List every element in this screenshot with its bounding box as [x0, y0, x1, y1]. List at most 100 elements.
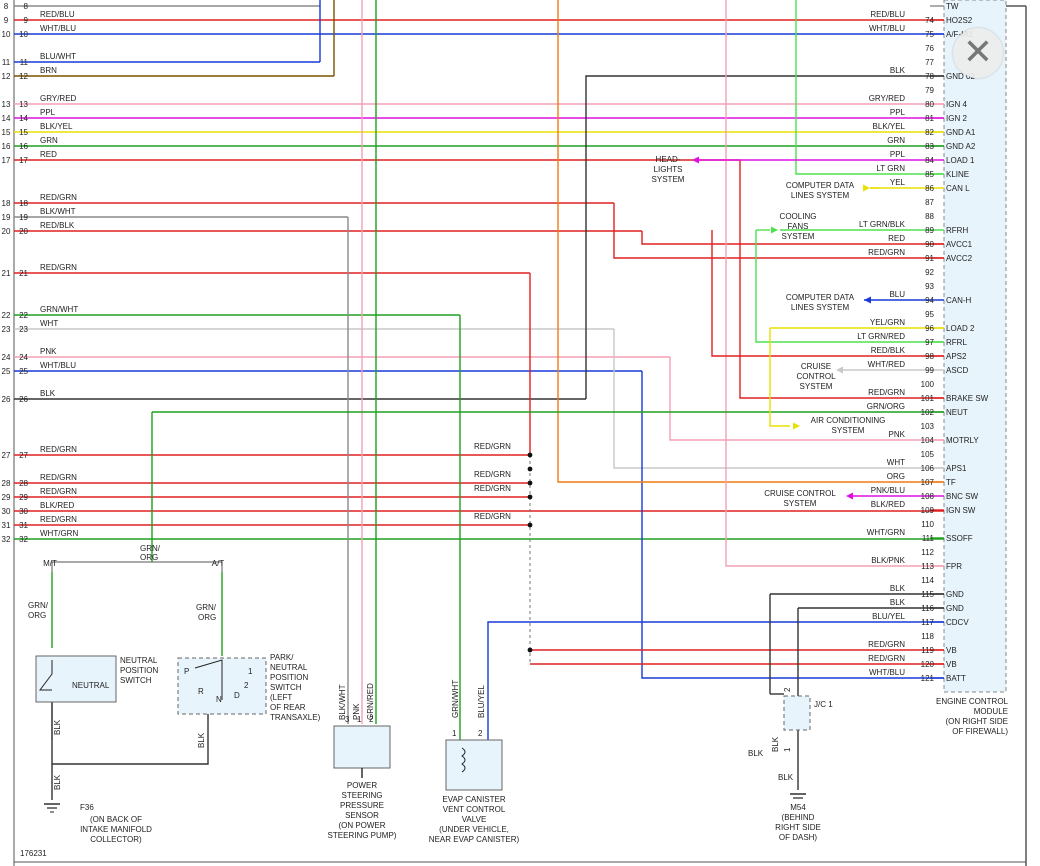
ps-pin-number: 1	[357, 715, 362, 724]
figure-number: 176231	[20, 849, 47, 858]
ground-desc: COLLECTOR)	[90, 835, 142, 844]
ecm-pin-name: AVCC2	[946, 254, 973, 263]
left-wire-color-label: GRY/RED	[40, 94, 77, 103]
coil-icon	[461, 747, 466, 773]
system-label: HEAD-	[656, 155, 681, 164]
wire-label: BLK	[771, 736, 780, 752]
ecm-pin-number: 81	[925, 114, 934, 123]
pn-switch-title: POSITION	[270, 673, 308, 682]
left-pin-number: 14	[2, 114, 11, 123]
left-pin-number: 20	[2, 227, 11, 236]
wire-load2	[769, 328, 790, 427]
ecm-pin-name: FPR	[946, 562, 962, 571]
left-pin-number: 14	[19, 114, 28, 123]
left-pin-number: 9	[4, 16, 9, 25]
ecm-wire-color-label: GRN/ORG	[867, 402, 905, 411]
ecm-pin-number: 79	[925, 86, 934, 95]
ecm-wire-color-label: WHT/BLU	[869, 668, 905, 677]
ecm-wire-color-label: WHT/GRN	[867, 528, 905, 537]
pn-pos: N	[216, 695, 222, 704]
evap-wire-label: BLU/YEL	[477, 685, 486, 718]
evap-valve-title: VENT CONTROL	[443, 805, 506, 814]
module-label: MODULE	[974, 707, 1008, 716]
ecm-pin-name: CAN-H	[946, 296, 972, 305]
ecm-wire-color-label: YEL	[890, 178, 906, 187]
ecm-pin-number: 116	[921, 604, 934, 613]
left-wire-color-label: BLK/YEL	[40, 122, 73, 131]
splice-dot	[527, 522, 533, 528]
ecm-wire-color-label: YEL/GRN	[870, 318, 905, 327]
left-pin-number: 15	[19, 128, 28, 137]
ground-name: F36	[80, 803, 94, 812]
ecm-pin-number: 92	[925, 268, 934, 277]
ecm-pin-number: 102	[921, 408, 935, 417]
ground-desc: (BEHIND	[782, 813, 815, 822]
ecm-wire-color-label: BLK	[890, 584, 906, 593]
ecm-pin-number: 115	[921, 590, 934, 599]
ecm-wire-color-label: BLK	[890, 598, 906, 607]
jc-pin: 1	[783, 747, 792, 752]
jc-label: J/C 1	[814, 700, 833, 709]
ecm-pin-name: VB	[946, 646, 957, 655]
ecm-wire-color-label: GRN	[887, 136, 905, 145]
left-pin-number: 27	[2, 451, 11, 460]
left-pin-number: 27	[19, 451, 28, 460]
ecm-pin-name: HO2S2	[946, 16, 973, 25]
ecm-wire-color-label: BLU/YEL	[872, 612, 905, 621]
left-pin-number: 26	[19, 395, 28, 404]
system-label: LINES SYSTEM	[791, 303, 850, 312]
ecm-pin-name: BNC SW	[946, 492, 978, 501]
ecm-pin-number: 118	[921, 632, 934, 641]
wire-aps2	[711, 230, 944, 357]
left-pin-number: 18	[2, 199, 11, 208]
left-pin-number: 13	[2, 100, 11, 109]
wire-17-run	[739, 160, 944, 399]
ecm-pin-number: 119	[921, 646, 934, 655]
ecm-pin-number: 117	[921, 618, 934, 627]
ecm-pin-name: APS2	[946, 352, 967, 361]
system-label: SYSTEM	[782, 232, 815, 241]
left-pin-number: 21	[2, 269, 11, 278]
wire-24-run	[669, 357, 944, 441]
ecm-wire-color-label: BLU	[889, 290, 905, 299]
ecm-pin-number: 78	[925, 72, 934, 81]
ecm-pin-name: GND 02	[946, 72, 975, 81]
splice-dot	[527, 466, 533, 472]
module-label: ENGINE CONTROL	[936, 697, 1009, 706]
left-wire-color-label: RED/GRN	[40, 263, 77, 272]
ecm-pin-number: 88	[925, 212, 934, 221]
ecm-wire-color-label: LT GRN	[876, 164, 905, 173]
left-pin-number: 23	[2, 325, 11, 334]
ecm-pin-number: 120	[921, 660, 935, 669]
left-pin-number: 24	[2, 353, 11, 362]
left-pin-number: 22	[2, 311, 11, 320]
ecm-wire-color-label: WHT/RED	[868, 360, 906, 369]
system-label: CRUISE CONTROL	[764, 489, 836, 498]
wire-25-run	[641, 371, 944, 679]
ecm-pin-number: 108	[921, 492, 935, 501]
wire-org-tf	[557, 0, 944, 483]
left-pin-number: 25	[19, 367, 28, 376]
left-wire-color-label: PPL	[40, 108, 56, 117]
ecm-wire-color-label: WHT	[887, 458, 905, 467]
pn-switch-title: (LEFT	[270, 693, 292, 702]
ecm-pin-number: 84	[925, 156, 934, 165]
ps-sensor-title: STEERING	[342, 791, 383, 800]
ecm-pin-number: 111	[922, 534, 935, 543]
close-button[interactable]: ✕	[953, 28, 1003, 78]
ecm-wire-color-label: RED/GRN	[868, 654, 905, 663]
ecm-pin-number: 106	[921, 464, 935, 473]
left-pin-number: 28	[19, 479, 28, 488]
splice-dot	[527, 647, 533, 653]
ground-desc: INTAKE MANIFOLD	[80, 825, 152, 834]
ground-desc: OF DASH)	[779, 833, 818, 842]
wire-cdcv	[487, 621, 944, 740]
splice-wire-label: RED/GRN	[474, 470, 511, 479]
left-pin-number: 10	[2, 30, 11, 39]
splice-dot	[527, 494, 533, 500]
ps-sensor-title: SENSOR	[345, 811, 379, 820]
jc-pin: 2	[783, 687, 792, 692]
ecm-pin-number: 80	[925, 100, 934, 109]
arrow-head	[864, 296, 871, 304]
left-wire-color-label: RED/BLU	[40, 10, 75, 19]
